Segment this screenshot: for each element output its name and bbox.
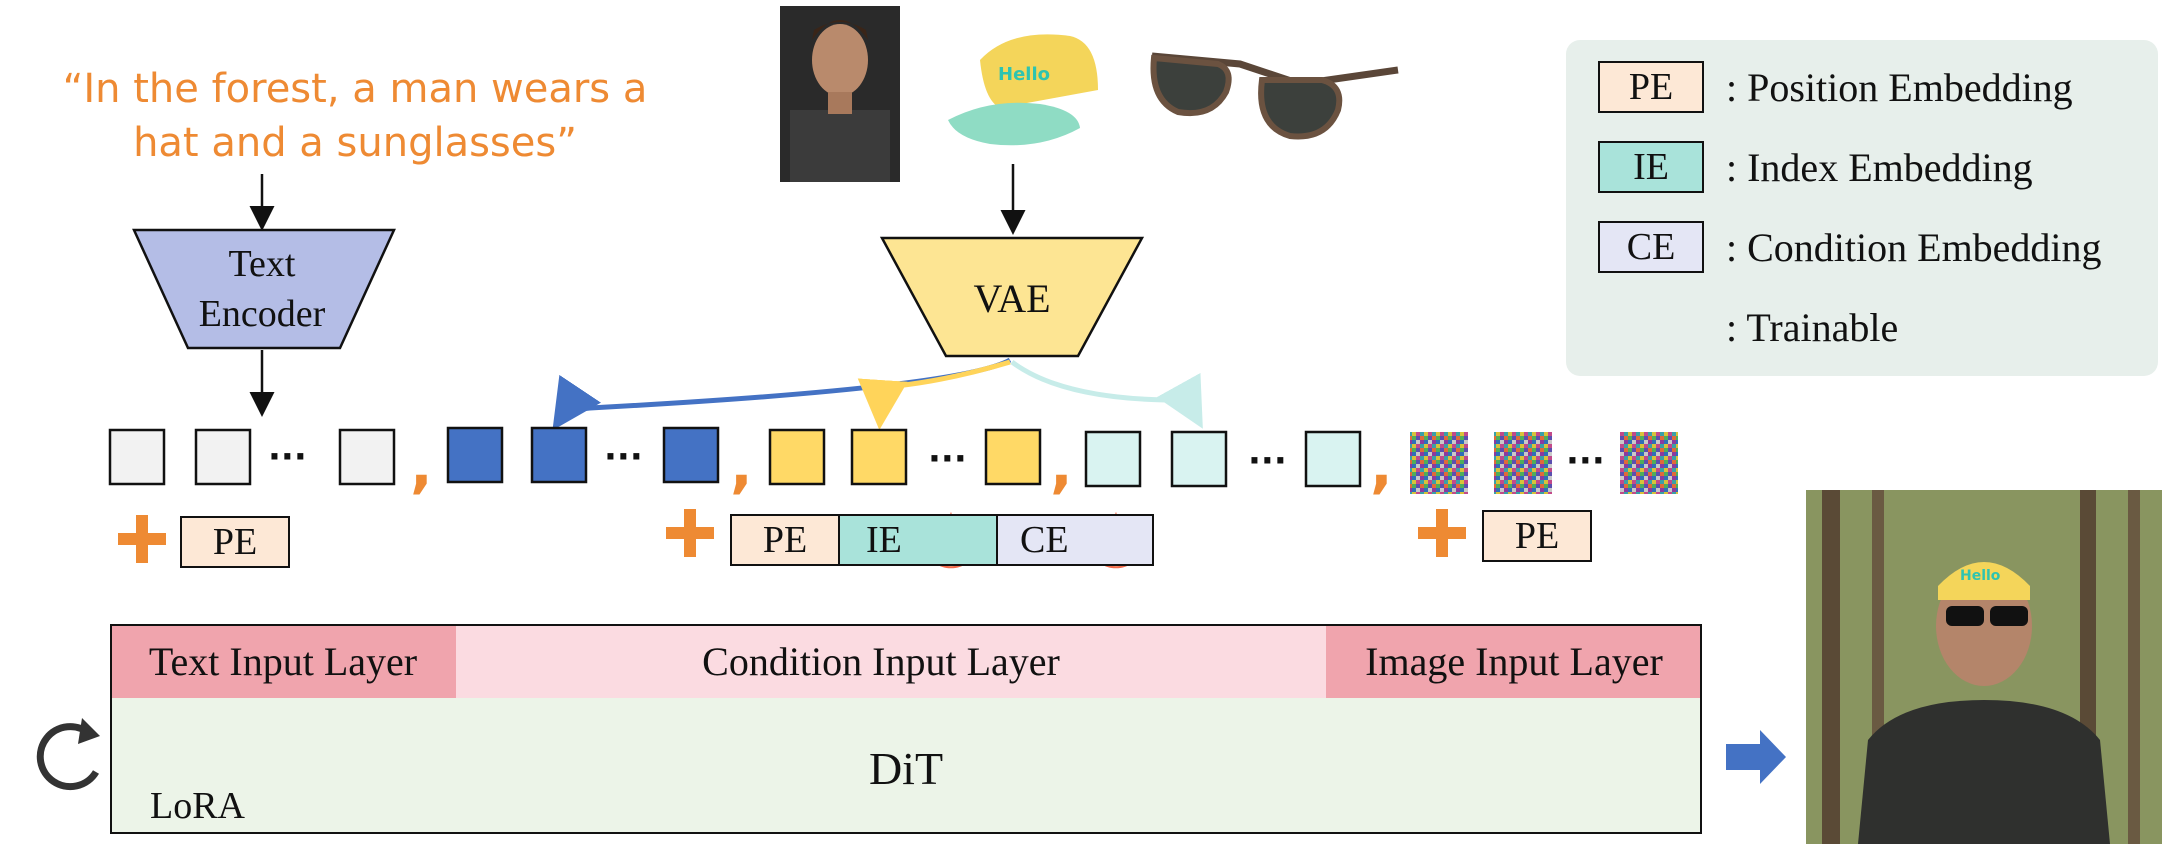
person-token (530, 426, 588, 484)
text-encoder-label-2: Encoder (199, 293, 326, 335)
ie-tag-label: IE (866, 519, 902, 561)
image-input-layer: Image Input Layer (1326, 624, 1702, 698)
plus-icon (1418, 509, 1466, 557)
text-encoder-block (132, 228, 396, 350)
vae-block (879, 236, 1145, 358)
ellipsis: ··· (268, 437, 307, 477)
text-token (194, 428, 252, 486)
arrow-vae-to-glasses-tokens (1010, 359, 1203, 429)
legend-label-ie: : Index Embedding (1726, 144, 2033, 190)
legend-swatch-ie: IE (1598, 141, 1704, 193)
input-layers: Text Input Layer Condition Input Layer I… (110, 624, 1702, 698)
plus-icon (118, 515, 166, 563)
separator-comma: , (410, 431, 433, 501)
ellipsis: ··· (604, 437, 643, 477)
person-token (446, 426, 504, 484)
pe-tag-condition: PE (730, 514, 840, 566)
vae-label: VAE (973, 276, 1050, 321)
noise-token (1620, 432, 1678, 494)
legend-label-ce: : Condition Embedding (1726, 224, 2102, 270)
glasses-token (1304, 430, 1362, 488)
condition-input-layer: Condition Input Layer (456, 624, 1326, 698)
ellipsis: ··· (928, 439, 967, 479)
token-row (108, 426, 1678, 494)
legend-swatch-ce: CE (1598, 221, 1704, 273)
noise-token (1494, 432, 1552, 494)
ellipsis: ··· (1248, 441, 1287, 481)
text-input-layer: Text Input Layer (110, 624, 456, 698)
cap-text: Hello (998, 64, 1050, 85)
legend-item-ce: CE : Condition Embedding (1598, 218, 2102, 276)
pe-tag-text: PE (180, 516, 290, 568)
arrow-vae-to-person-tokens (552, 357, 1012, 431)
prompt-line-2: hat and a sunglasses” (133, 120, 577, 166)
hat-token (984, 428, 1042, 486)
legend-item-trainable: : Trainable (1598, 298, 1898, 356)
sunglasses-photo (1150, 52, 1399, 140)
output-arrow-icon (1726, 730, 1786, 784)
legend-item-pe: PE : Position Embedding (1598, 58, 2073, 116)
loop-icon (36, 718, 100, 791)
noise-token (1410, 432, 1468, 494)
hat-token (850, 428, 908, 486)
separator-comma: , (1050, 431, 1073, 501)
text-encoder-label-1: Text (229, 243, 296, 285)
person-photo (780, 6, 900, 182)
plus-icon (666, 509, 714, 557)
ie-tag: IE (838, 514, 998, 566)
legend: PE : Position Embedding IE : Index Embed… (1566, 40, 2158, 376)
arrow-vae-to-hat-tokens (857, 359, 1011, 430)
hat-token (768, 428, 826, 486)
prompt-text: “In the forest, a man wears a hat and a … (30, 62, 680, 170)
legend-label-pe: : Position Embedding (1726, 64, 2073, 110)
dit-block: DiT (110, 698, 1702, 834)
cap-photo: Hello (948, 34, 1098, 146)
glasses-token (1084, 430, 1142, 488)
pe-tag-image: PE (1482, 510, 1592, 562)
separator-comma: , (730, 431, 753, 501)
lora-label: LoRA (150, 785, 245, 827)
legend-swatch-pe: PE (1598, 61, 1704, 113)
legend-item-ie: IE : Index Embedding (1598, 138, 2033, 196)
prompt-line-1: “In the forest, a man wears a (62, 66, 648, 112)
dit-label: DiT (868, 743, 944, 794)
person-token (662, 426, 720, 484)
legend-label-trainable: : Trainable (1726, 304, 1899, 350)
output-cap-text: Hello (1960, 568, 2001, 584)
output-photo: Hello (1806, 490, 2162, 844)
ellipsis: ··· (1566, 441, 1605, 481)
ce-tag: CE (996, 514, 1154, 566)
text-token (338, 428, 396, 486)
text-token (108, 428, 166, 486)
ce-tag-label: CE (1020, 519, 1069, 561)
separator-comma: , (1370, 431, 1393, 501)
glasses-token (1170, 430, 1228, 488)
